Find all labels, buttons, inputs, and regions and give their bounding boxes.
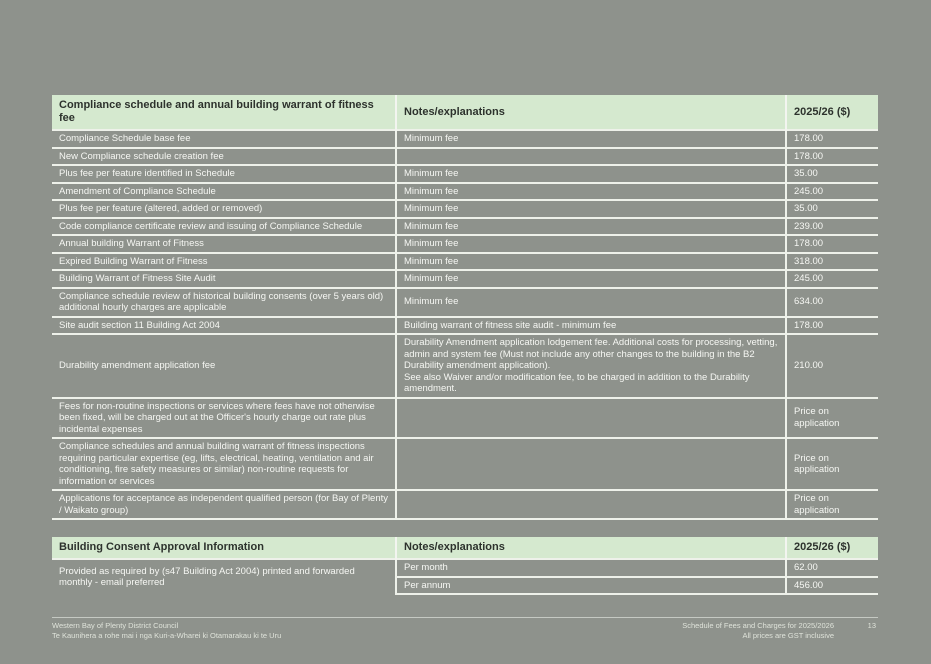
row-amount: 456.00: [785, 575, 878, 595]
row-note: [395, 437, 786, 491]
page-number: 13: [867, 621, 876, 630]
row-label: New Compliance schedule creation fee: [52, 146, 396, 165]
consent-approval-table: Building Consent Approval Information No…: [52, 537, 878, 595]
row-label: Compliance schedules and annual building…: [52, 437, 396, 491]
row-label: Amendment of Compliance Schedule: [52, 181, 396, 200]
row-label: Plus fee per feature (altered, added or …: [52, 199, 396, 218]
table-row: Per annum 456.00: [52, 575, 878, 595]
table-header-row: Building Consent Approval Information No…: [52, 537, 878, 559]
page-content: Compliance schedule and annual building …: [52, 95, 878, 595]
council-maori-name: Te Kaunihera a rohe mai i nga Kuri-a-Wha…: [52, 630, 282, 640]
table-row: Compliance schedule review of historical…: [52, 286, 878, 317]
row-amount: 239.00: [785, 216, 878, 235]
row-amount: 178.00: [785, 315, 878, 334]
row-note: Minimum fee: [395, 164, 786, 183]
row-amount: 178.00: [785, 234, 878, 253]
column-header-notes: Notes/explanations: [395, 95, 786, 130]
row-label: Provided as required by (s47 Building Ac…: [52, 558, 396, 594]
row-amount: 62.00: [785, 558, 878, 577]
council-name: Western Bay of Plenty District Council: [52, 621, 179, 630]
table-row: Provided as required by (s47 Building Ac…: [52, 558, 878, 594]
row-amount: 245.00: [785, 181, 878, 200]
table-title: Compliance schedule and annual building …: [52, 95, 396, 130]
column-header-notes: Notes/explanations: [395, 537, 786, 559]
table-row: Compliance schedules and annual building…: [52, 437, 878, 491]
row-note: Per month: [395, 558, 786, 577]
row-amount: Price on application: [785, 437, 878, 491]
row-note: Minimum fee: [395, 269, 786, 288]
row-note: Minimum fee: [395, 286, 786, 317]
row-label: Durability amendment application fee: [52, 333, 396, 398]
footer-divider: [52, 617, 878, 618]
row-label: Annual building Warrant of Fitness: [52, 234, 396, 253]
consent-table-body: Provided as required by (s47 Building Ac…: [52, 558, 878, 595]
page-footer: Western Bay of Plenty District Council T…: [52, 617, 878, 640]
row-label: Site audit section 11 Building Act 2004: [52, 315, 396, 334]
document-title: Schedule of Fees and Charges for 2025/20…: [682, 621, 834, 630]
row-amount: 35.00: [785, 199, 878, 218]
row-note: [395, 146, 786, 165]
row-label: Expired Building Warrant of Fitness: [52, 251, 396, 270]
row-amount: 210.00: [785, 333, 878, 398]
row-label: Plus fee per feature identified in Sched…: [52, 164, 396, 183]
row-amount: 178.00: [785, 129, 878, 148]
row-note: Minimum fee: [395, 251, 786, 270]
row-amount: 318.00: [785, 251, 878, 270]
row-label: Code compliance certificate review and i…: [52, 216, 396, 235]
row-amount: 35.00: [785, 164, 878, 183]
table-row: Fees for non-routine inspections or serv…: [52, 396, 878, 438]
footer-doc-block: Schedule of Fees and Charges for 2025/20…: [682, 621, 834, 640]
row-label: Fees for non-routine inspections or serv…: [52, 396, 396, 438]
row-label: Compliance Schedule base fee: [52, 129, 396, 148]
row-note: Durability Amendment application lodgeme…: [395, 333, 786, 398]
table-header-row: Compliance schedule and annual building …: [52, 95, 878, 130]
table-row: Plus fee per feature (altered, added or …: [52, 199, 878, 218]
table-row: Code compliance certificate review and i…: [52, 216, 878, 235]
row-amount: 245.00: [785, 269, 878, 288]
row-label: Applications for acceptance as independe…: [52, 489, 396, 520]
table-gap: [52, 520, 878, 537]
table-title: Building Consent Approval Information: [52, 537, 396, 559]
table-row: New Compliance schedule creation fee 178.…: [52, 146, 878, 165]
table-row: Applications for acceptance as independe…: [52, 489, 878, 520]
row-note: Building warrant of fitness site audit -…: [395, 315, 786, 334]
column-header-amount: 2025/26 ($): [785, 537, 878, 559]
row-note: Per annum: [395, 575, 786, 595]
row-label: Building Warrant of Fitness Site Audit: [52, 269, 396, 288]
row-note: Minimum fee: [395, 234, 786, 253]
row-label: Compliance schedule review of historical…: [52, 286, 396, 317]
row-note: [395, 396, 786, 438]
row-note: [395, 489, 786, 520]
row-amount: Price on application: [785, 396, 878, 438]
table-row: Plus fee per feature identified in Sched…: [52, 164, 878, 183]
row-amount: Price on application: [785, 489, 878, 520]
row-note: Minimum fee: [395, 181, 786, 200]
row-note: Minimum fee: [395, 199, 786, 218]
row-note: Minimum fee: [395, 129, 786, 148]
gst-note: All prices are GST inclusive: [742, 630, 834, 640]
column-header-amount: 2025/26 ($): [785, 95, 878, 130]
row-amount: 178.00: [785, 146, 878, 165]
footer-council-block: Western Bay of Plenty District Council T…: [52, 621, 281, 640]
compliance-fees-table: Compliance schedule and annual building …: [52, 95, 878, 520]
row-note: Minimum fee: [395, 216, 786, 235]
row-amount: 634.00: [785, 286, 878, 317]
